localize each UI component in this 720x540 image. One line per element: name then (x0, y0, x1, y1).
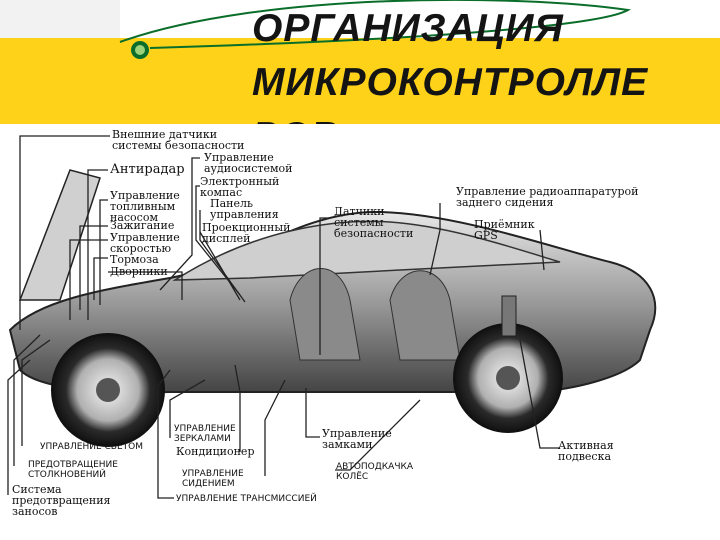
label-safety-sensors: Датчики системы безопасности (334, 205, 414, 240)
label-suspension: Активная подвеска (558, 439, 614, 463)
open-hood (18, 169, 101, 301)
label-lights: УПРАВЛЕНИЕ СВЕТОМ (40, 442, 144, 452)
shock-absorber (501, 295, 517, 337)
label-panel-control: Панель управления (210, 197, 279, 221)
title-line-1: ОРГАНИЗАЦИЯ (252, 7, 564, 50)
car-glass (172, 220, 561, 281)
label-seats: УПРАВЛЕНИЕ СИДЕНИЕМ (182, 469, 244, 489)
title-band (0, 38, 720, 130)
label-rear-radio: Управление радиоаппаратурой заднего сиде… (456, 185, 639, 209)
decorative-pattern (0, 0, 120, 40)
label-brakes: Тормоза (110, 253, 159, 266)
label-speed-control: Управление скоростью (110, 231, 180, 255)
label-external-sensors: Внешние датчики системы безопасности (112, 128, 245, 152)
label-conditioner: Кондиционер (176, 445, 255, 458)
label-autolift: АВТОПОДКАЧКА КОЛЁС (336, 462, 414, 482)
title-line-2: МИКРОКОНТРОЛЛЕ (252, 61, 649, 104)
label-antiskid: Система предотвращения заносов (12, 483, 111, 518)
label-ignition: Зажигание (110, 219, 175, 232)
label-audio-control: Управление аудиосистемой (204, 151, 293, 175)
label-collision: ПРЕДОТВРАЩЕНИЕ СТОЛКНОВЕНИЙ (28, 460, 118, 480)
label-hud: Проекционный дисплей (202, 221, 291, 245)
label-wipers: Дворники (110, 265, 168, 278)
label-fuel-pump: Управление топливным насосом (110, 189, 180, 224)
label-transmission: УПРАВЛЕНИЕ ТРАНСМИССИЕЙ (176, 494, 317, 504)
front-seat (289, 268, 361, 361)
label-compass: Электронный компас (200, 175, 280, 199)
label-gps: Приёмник GPS (474, 218, 535, 242)
label-locks: Управление замками (322, 427, 392, 451)
label-antiradar: Антирадар (110, 162, 185, 177)
label-mirrors: УПРАВЛЕНИЕ ЗЕРКАЛАМИ (174, 424, 236, 444)
page-title: ОРГАНИЗАЦИЯ МИКРОКОНТРОЛЛЕ РОВ (252, 2, 648, 164)
